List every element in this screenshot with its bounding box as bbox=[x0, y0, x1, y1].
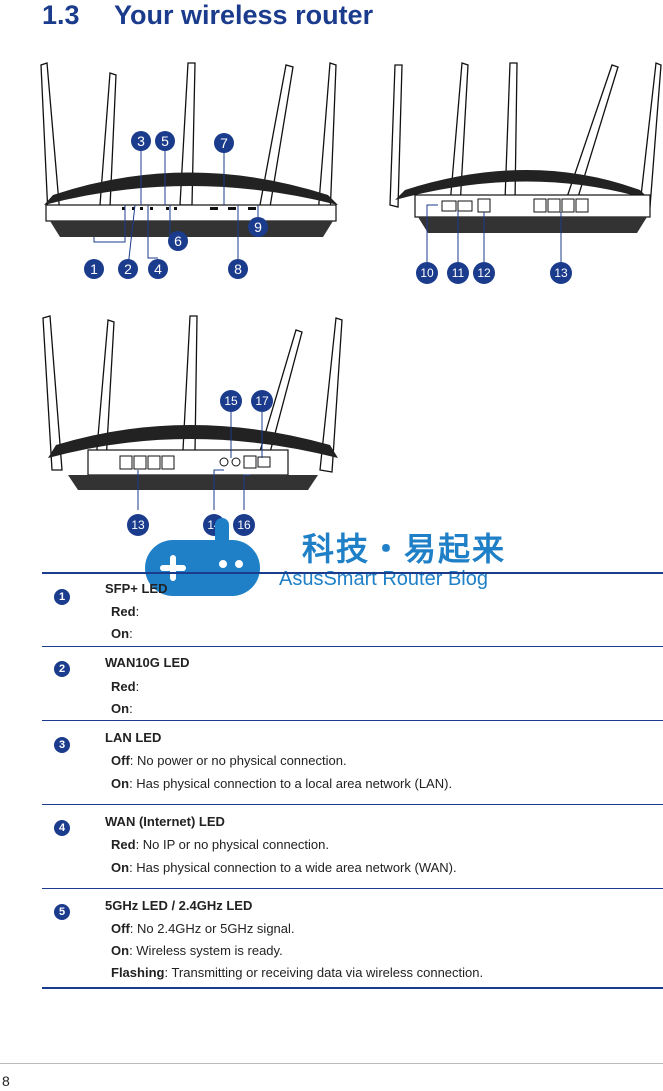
line-label: On bbox=[111, 776, 130, 791]
line-text: : bbox=[135, 604, 140, 619]
row-badge: 2 bbox=[54, 661, 70, 677]
section-title: Your wireless router bbox=[114, 0, 374, 30]
line-text: : bbox=[129, 626, 133, 641]
line-label: On bbox=[111, 701, 130, 716]
line-text: : Has physical connection to a wide area… bbox=[129, 860, 457, 875]
line-label: On bbox=[111, 860, 130, 875]
row-badge: 1 bbox=[54, 589, 70, 605]
line-text: : bbox=[129, 701, 133, 716]
callout-7: 7 bbox=[220, 135, 228, 151]
callout-5: 5 bbox=[161, 133, 169, 149]
watermark-title: 科技・易起来 bbox=[302, 531, 507, 567]
callout-12: 12 bbox=[477, 266, 491, 280]
line-text: : No IP or no physical connection. bbox=[135, 837, 329, 852]
line-label: Red bbox=[111, 679, 136, 694]
line-label: Flashing bbox=[111, 965, 165, 980]
callout-3: 3 bbox=[137, 133, 145, 149]
callout-4: 4 bbox=[154, 261, 162, 277]
line-text: : Wireless system is ready. bbox=[129, 943, 283, 958]
line-text: : No power or no physical connection. bbox=[129, 753, 347, 768]
line-text: : bbox=[135, 679, 140, 694]
line-label: Off bbox=[111, 921, 130, 936]
callout-13-side: 13 bbox=[131, 518, 145, 532]
callout-6: 6 bbox=[174, 233, 182, 249]
callout-10: 10 bbox=[420, 266, 434, 280]
line-text: : Transmitting or receiving data via wir… bbox=[164, 965, 484, 980]
line-text: : Has physical connection to a local are… bbox=[129, 776, 453, 791]
callout-15: 15 bbox=[224, 394, 238, 408]
line-label: Red bbox=[111, 604, 136, 619]
section-heading: 1.3 Your wireless router bbox=[42, 0, 373, 31]
row-badge: 5 bbox=[54, 904, 70, 920]
table-row: 5 5GHz LED / 2.4GHz LED Off: No 2.4GHz o… bbox=[42, 889, 663, 989]
callout-2: 2 bbox=[124, 261, 132, 277]
footer-divider bbox=[0, 1063, 663, 1064]
page-number: 8 bbox=[2, 1073, 10, 1089]
router-back-illustration: 10 11 12 13 bbox=[350, 55, 663, 295]
callout-9: 9 bbox=[254, 219, 262, 235]
callout-1: 1 bbox=[90, 261, 98, 277]
led-table: 1 SFP+ LED Red: On: 2 WAN10G LED Red: On… bbox=[42, 572, 663, 989]
row-title: WAN (Internet) LED bbox=[105, 814, 225, 829]
watermark-logo bbox=[145, 518, 265, 603]
row-badge: 4 bbox=[54, 820, 70, 836]
router-side-illustration: 13 14 15 16 17 bbox=[38, 310, 348, 540]
row-title: LAN LED bbox=[105, 730, 162, 745]
line-label: On bbox=[111, 626, 130, 641]
callout-11: 11 bbox=[452, 266, 465, 280]
table-row: 1 SFP+ LED Red: On: bbox=[42, 574, 663, 647]
line-label: Red bbox=[111, 837, 136, 852]
callout-17: 17 bbox=[255, 394, 269, 408]
row-title: SFP+ LED bbox=[105, 581, 168, 596]
router-front-illustration: 1 2 3 4 5 6 7 8 9 bbox=[38, 55, 348, 295]
section-number: 1.3 bbox=[42, 0, 80, 30]
callout-13: 13 bbox=[554, 266, 568, 280]
line-label: On bbox=[111, 943, 130, 958]
table-row: 4 WAN (Internet) LED Red: No IP or no ph… bbox=[42, 805, 663, 889]
table-row: 2 WAN10G LED Red: On: bbox=[42, 647, 663, 721]
row-title: WAN10G LED bbox=[105, 655, 190, 670]
callout-16: 16 bbox=[237, 518, 251, 532]
row-badge: 3 bbox=[54, 737, 70, 753]
row-title: 5GHz LED / 2.4GHz LED bbox=[105, 898, 253, 913]
line-label: Off bbox=[111, 753, 130, 768]
line-text: : No 2.4GHz or 5GHz signal. bbox=[129, 921, 295, 936]
table-row: 3 LAN LED Off: No power or no physical c… bbox=[42, 721, 663, 805]
callout-8: 8 bbox=[234, 261, 242, 277]
